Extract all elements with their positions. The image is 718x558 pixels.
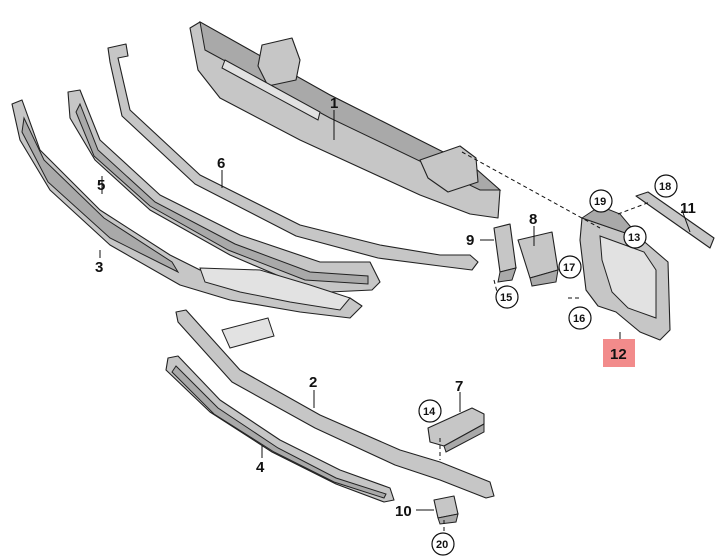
circled-18: 18	[659, 181, 671, 193]
part-11-bracket-strip[interactable]	[635, 191, 715, 249]
callout-1: 1	[330, 95, 338, 112]
part-2-lower-carrier[interactable]	[175, 309, 495, 499]
circled-17: 17	[563, 262, 575, 274]
part-9-bracket[interactable]	[493, 223, 517, 283]
callout-labels: 1 2 3 4 5 6 7 8 9 10 11	[95, 95, 696, 520]
callout-12: 12	[610, 346, 627, 363]
circled-16: 16	[573, 313, 585, 325]
callout-10: 10	[395, 503, 412, 520]
circled-13: 13	[628, 232, 640, 244]
guide-line	[493, 279, 499, 297]
part-3-lower-absorber[interactable]	[11, 99, 363, 319]
callout-6: 6	[217, 155, 225, 172]
callout-4: 4	[256, 459, 265, 476]
circled-14: 14	[423, 406, 436, 418]
callout-3: 3	[95, 259, 103, 276]
part-5-energy-absorber[interactable]	[67, 89, 381, 293]
callout-11: 11	[680, 200, 696, 217]
circled-refs: 13 14 15 16 17 18 19 20	[418, 174, 678, 556]
callout-2: 2	[309, 374, 317, 391]
callout-5: 5	[97, 177, 105, 194]
circled-15: 15	[500, 292, 512, 304]
callout-7: 7	[455, 378, 463, 395]
circled-20: 20	[436, 539, 448, 551]
guide-line	[461, 151, 601, 229]
leader-lines	[99, 110, 691, 511]
part-6-trim-strip[interactable]	[107, 43, 479, 271]
part-10-clip[interactable]	[433, 495, 459, 525]
circled-19: 19	[594, 196, 606, 208]
part-12-side-bracket[interactable]	[579, 205, 671, 341]
part-1-bumper-carrier[interactable]	[189, 21, 502, 219]
part-4-lower-trim[interactable]	[165, 355, 395, 503]
part-7-bracket[interactable]	[427, 407, 485, 453]
part-8-bracket[interactable]	[517, 231, 559, 287]
callout-8: 8	[529, 211, 537, 228]
callout-9: 9	[466, 232, 474, 249]
guide-line	[617, 201, 651, 215]
callout-12-highlight[interactable]: 12	[603, 339, 635, 367]
